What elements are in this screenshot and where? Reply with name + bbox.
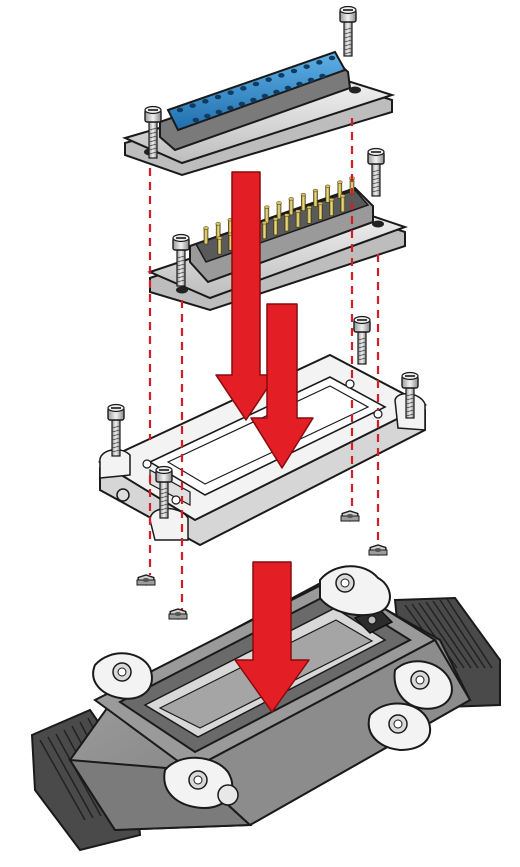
socket-hole xyxy=(252,81,260,87)
socket-hole xyxy=(227,105,234,111)
screw-icon xyxy=(144,105,162,159)
frame-hole xyxy=(345,379,355,389)
contact-pin xyxy=(312,188,319,207)
contact-pin xyxy=(284,213,290,232)
contact-pin xyxy=(306,205,312,224)
socket-hole xyxy=(215,109,222,115)
socket-hole xyxy=(214,94,222,100)
socket-hole xyxy=(240,86,247,91)
contact-pin xyxy=(340,194,346,213)
socket-hole xyxy=(328,55,336,61)
nuts xyxy=(136,510,388,620)
contact-pin xyxy=(288,197,294,216)
socket-hole xyxy=(319,73,326,79)
socket-hole xyxy=(227,90,234,95)
screw-icon xyxy=(339,5,357,57)
guide-lines xyxy=(148,118,380,612)
socket-hole xyxy=(307,77,315,83)
screw-icon xyxy=(367,147,385,197)
socket-hole xyxy=(284,85,292,91)
socket-hole xyxy=(261,93,269,99)
housing-latch-top-right xyxy=(319,565,391,617)
down-arrow-icon xyxy=(215,171,277,421)
socket-hole xyxy=(202,99,209,104)
screw-icon xyxy=(172,233,190,287)
housing-latch-right xyxy=(393,660,453,710)
contact-pin xyxy=(203,226,209,245)
nut-icon xyxy=(168,608,188,620)
contact-pin xyxy=(264,205,270,224)
frame-hole xyxy=(373,409,383,419)
housing-latch-bottom-left xyxy=(163,756,239,810)
screw-icon xyxy=(401,371,419,419)
socket-hole xyxy=(238,101,246,107)
housing-latch-bottom-right xyxy=(367,702,431,752)
socket-hole xyxy=(189,103,196,108)
contact-pin xyxy=(325,184,331,203)
contact-pin xyxy=(300,193,306,211)
contact-pin xyxy=(328,198,335,216)
socket-hole xyxy=(250,97,257,103)
screws xyxy=(107,5,419,519)
contact-pin xyxy=(261,221,268,240)
socket-hole xyxy=(265,77,272,82)
nut-icon xyxy=(136,574,156,586)
nut-icon xyxy=(368,544,388,556)
down-arrow-icon xyxy=(250,303,314,469)
contact-pin xyxy=(216,236,223,255)
down-arrow-icon xyxy=(234,561,310,713)
socket-hole xyxy=(290,68,298,74)
contact-pin xyxy=(272,217,279,236)
socket-contacts xyxy=(176,55,336,123)
socket-hole xyxy=(278,73,285,78)
screw-icon xyxy=(107,403,125,457)
socket-hole xyxy=(192,117,199,123)
housing-latch-left xyxy=(92,652,153,700)
screw-icon xyxy=(155,465,173,519)
dsub-female-connector xyxy=(122,50,396,177)
nut-icon xyxy=(340,510,360,522)
screw-icon xyxy=(353,315,371,365)
socket-hole xyxy=(176,107,184,113)
socket-hole xyxy=(316,60,323,65)
contact-pin xyxy=(337,180,343,199)
contact-pin xyxy=(317,201,324,220)
contact-pin xyxy=(276,201,282,220)
arrows xyxy=(215,171,314,713)
contact-pin xyxy=(295,209,301,228)
frame-hole xyxy=(142,459,152,469)
socket-hole xyxy=(204,113,211,119)
socket-hole xyxy=(303,64,310,69)
socket-hole xyxy=(273,89,280,95)
frame-hole xyxy=(171,495,181,505)
socket-hole xyxy=(296,81,303,87)
